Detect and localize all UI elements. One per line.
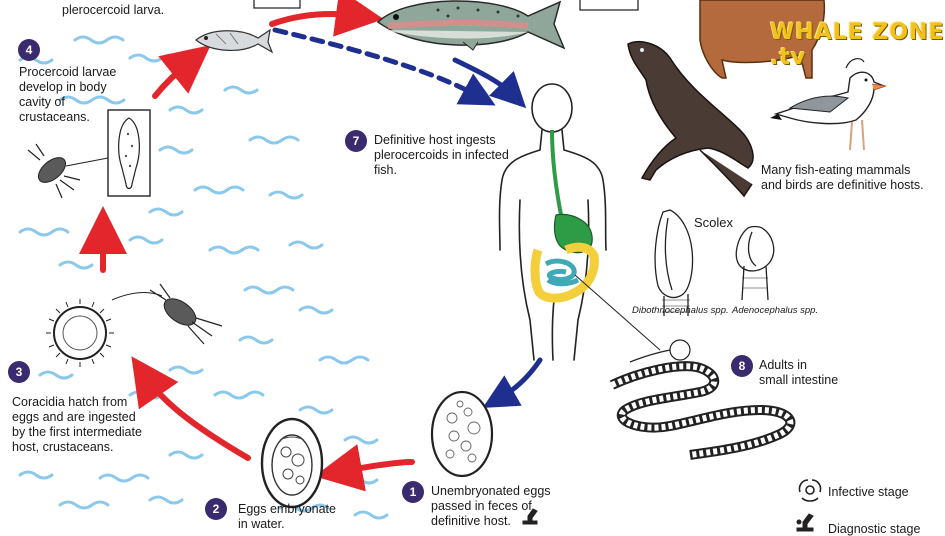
small-fish: [195, 28, 274, 54]
step-8-line-1: Adults in: [759, 358, 807, 372]
step-7-line-1: Definitive host ingests: [374, 133, 496, 147]
arrow-4-to-5: [152, 45, 211, 99]
digestive-tract: [530, 129, 599, 303]
step-4-line-2: develop in body: [19, 80, 107, 94]
hosts-note-line-1: Many fish-eating mammals: [761, 163, 911, 177]
scolex-caption-dibothriocephalus: Dibothriocephalus spp.: [632, 305, 729, 316]
step-3-label: Coracidia hatch from eggs and are ingest…: [12, 395, 142, 455]
step-2-line-2: in water.: [238, 517, 285, 531]
copepod-crustacean: [111, 283, 223, 345]
seagull-bird: [770, 58, 887, 151]
step-3-badge: 3: [8, 361, 30, 383]
step-3-line-2: eggs and are ingested: [12, 410, 136, 424]
watermark-logo: WHALE ZONE .tv: [770, 20, 945, 70]
embryonated-egg: [260, 417, 324, 509]
legend-infective-stage: Infective stage: [828, 485, 909, 499]
step-7-line-3: fish.: [374, 163, 397, 177]
arrow-small-fish-to-host: [272, 27, 496, 106]
step-4-line-3: cavity of: [19, 95, 65, 109]
step-1-label: Unembryonated eggs passed in feces of de…: [431, 484, 551, 529]
step-2-line-1: Eggs embryonate: [238, 502, 336, 516]
unembryonated-egg: [430, 390, 494, 478]
top-label-box-left: [253, 0, 301, 9]
step-4-line-1: Procercoid larvae: [19, 65, 117, 79]
legend-diagnostic-stage: Diagnostic stage: [828, 522, 921, 536]
step-4-line-4: crustaceans.: [19, 110, 90, 124]
step-8-line-2: small intestine: [759, 373, 839, 387]
step-1-badge: 1: [402, 481, 424, 503]
coracidium: [46, 299, 114, 367]
hosts-note-line-2: and birds are definitive hosts.: [761, 178, 924, 192]
step-7-badge: 7: [345, 130, 367, 152]
microscope-icon: [796, 513, 814, 532]
infective-path-arrows: [79, 0, 415, 492]
step-1-line-1: Unembryonated eggs: [431, 484, 551, 498]
step-8-label: Adults in small intestine: [759, 358, 838, 388]
copepod-with-procercoid: [27, 143, 109, 199]
step-3-line-3: by the first intermediate: [12, 425, 142, 439]
step-3-line-4: host, crustaceans.: [12, 440, 114, 454]
step-1-line-3: definitive host.: [431, 514, 511, 528]
step-7-label: Definitive host ingests plerocercoids in…: [374, 133, 509, 178]
step-2-label: Eggs embryonate in water.: [238, 502, 336, 532]
microscope-icon-step1: [522, 508, 538, 525]
human-definitive-host: [498, 83, 607, 361]
arrow-1-to-2: [314, 444, 415, 492]
step-7-line-2: plerocercoids in infected: [374, 148, 509, 162]
step-4-badge: 4: [18, 39, 40, 61]
adult-tapeworm: [609, 339, 796, 460]
step-3-line-1: Coracidia hatch from: [12, 395, 128, 409]
step-8-badge: 8: [731, 355, 753, 377]
procercoid-larva-box: [107, 109, 151, 197]
sea-lion-animal: [627, 40, 754, 198]
step-5-line-1: plerocercoid larva.: [62, 3, 165, 17]
scolex-caption-adenocephalus: Adenocephalus spp.: [732, 305, 819, 316]
scolex-dibothriocephalus: [654, 209, 694, 316]
step-2-badge: 2: [205, 498, 227, 520]
host-path-arrows: [272, 27, 543, 408]
step-1-line-2: passed in feces of: [431, 499, 532, 513]
arrow-2-to-3: [131, 356, 251, 461]
step-5-label-partial: plerocercoid larva.: [62, 3, 164, 18]
scolex-title: Scolex: [694, 215, 734, 230]
arrow-5-to-6: [269, 0, 384, 37]
scolex-adenocephalus: [735, 225, 775, 301]
step-4-label: Procercoid larvae develop in body cavity…: [19, 65, 116, 125]
dog-animal: [699, 0, 826, 79]
arrow-host-to-egg: [482, 357, 543, 408]
biohazard-icon: [798, 479, 822, 502]
definitive-hosts-note: Many fish-eating mammals and birds are d…: [761, 163, 924, 193]
trout-fish: [376, 0, 566, 51]
intestine-pointer: [574, 274, 661, 351]
top-label-box-right: [579, 0, 639, 11]
